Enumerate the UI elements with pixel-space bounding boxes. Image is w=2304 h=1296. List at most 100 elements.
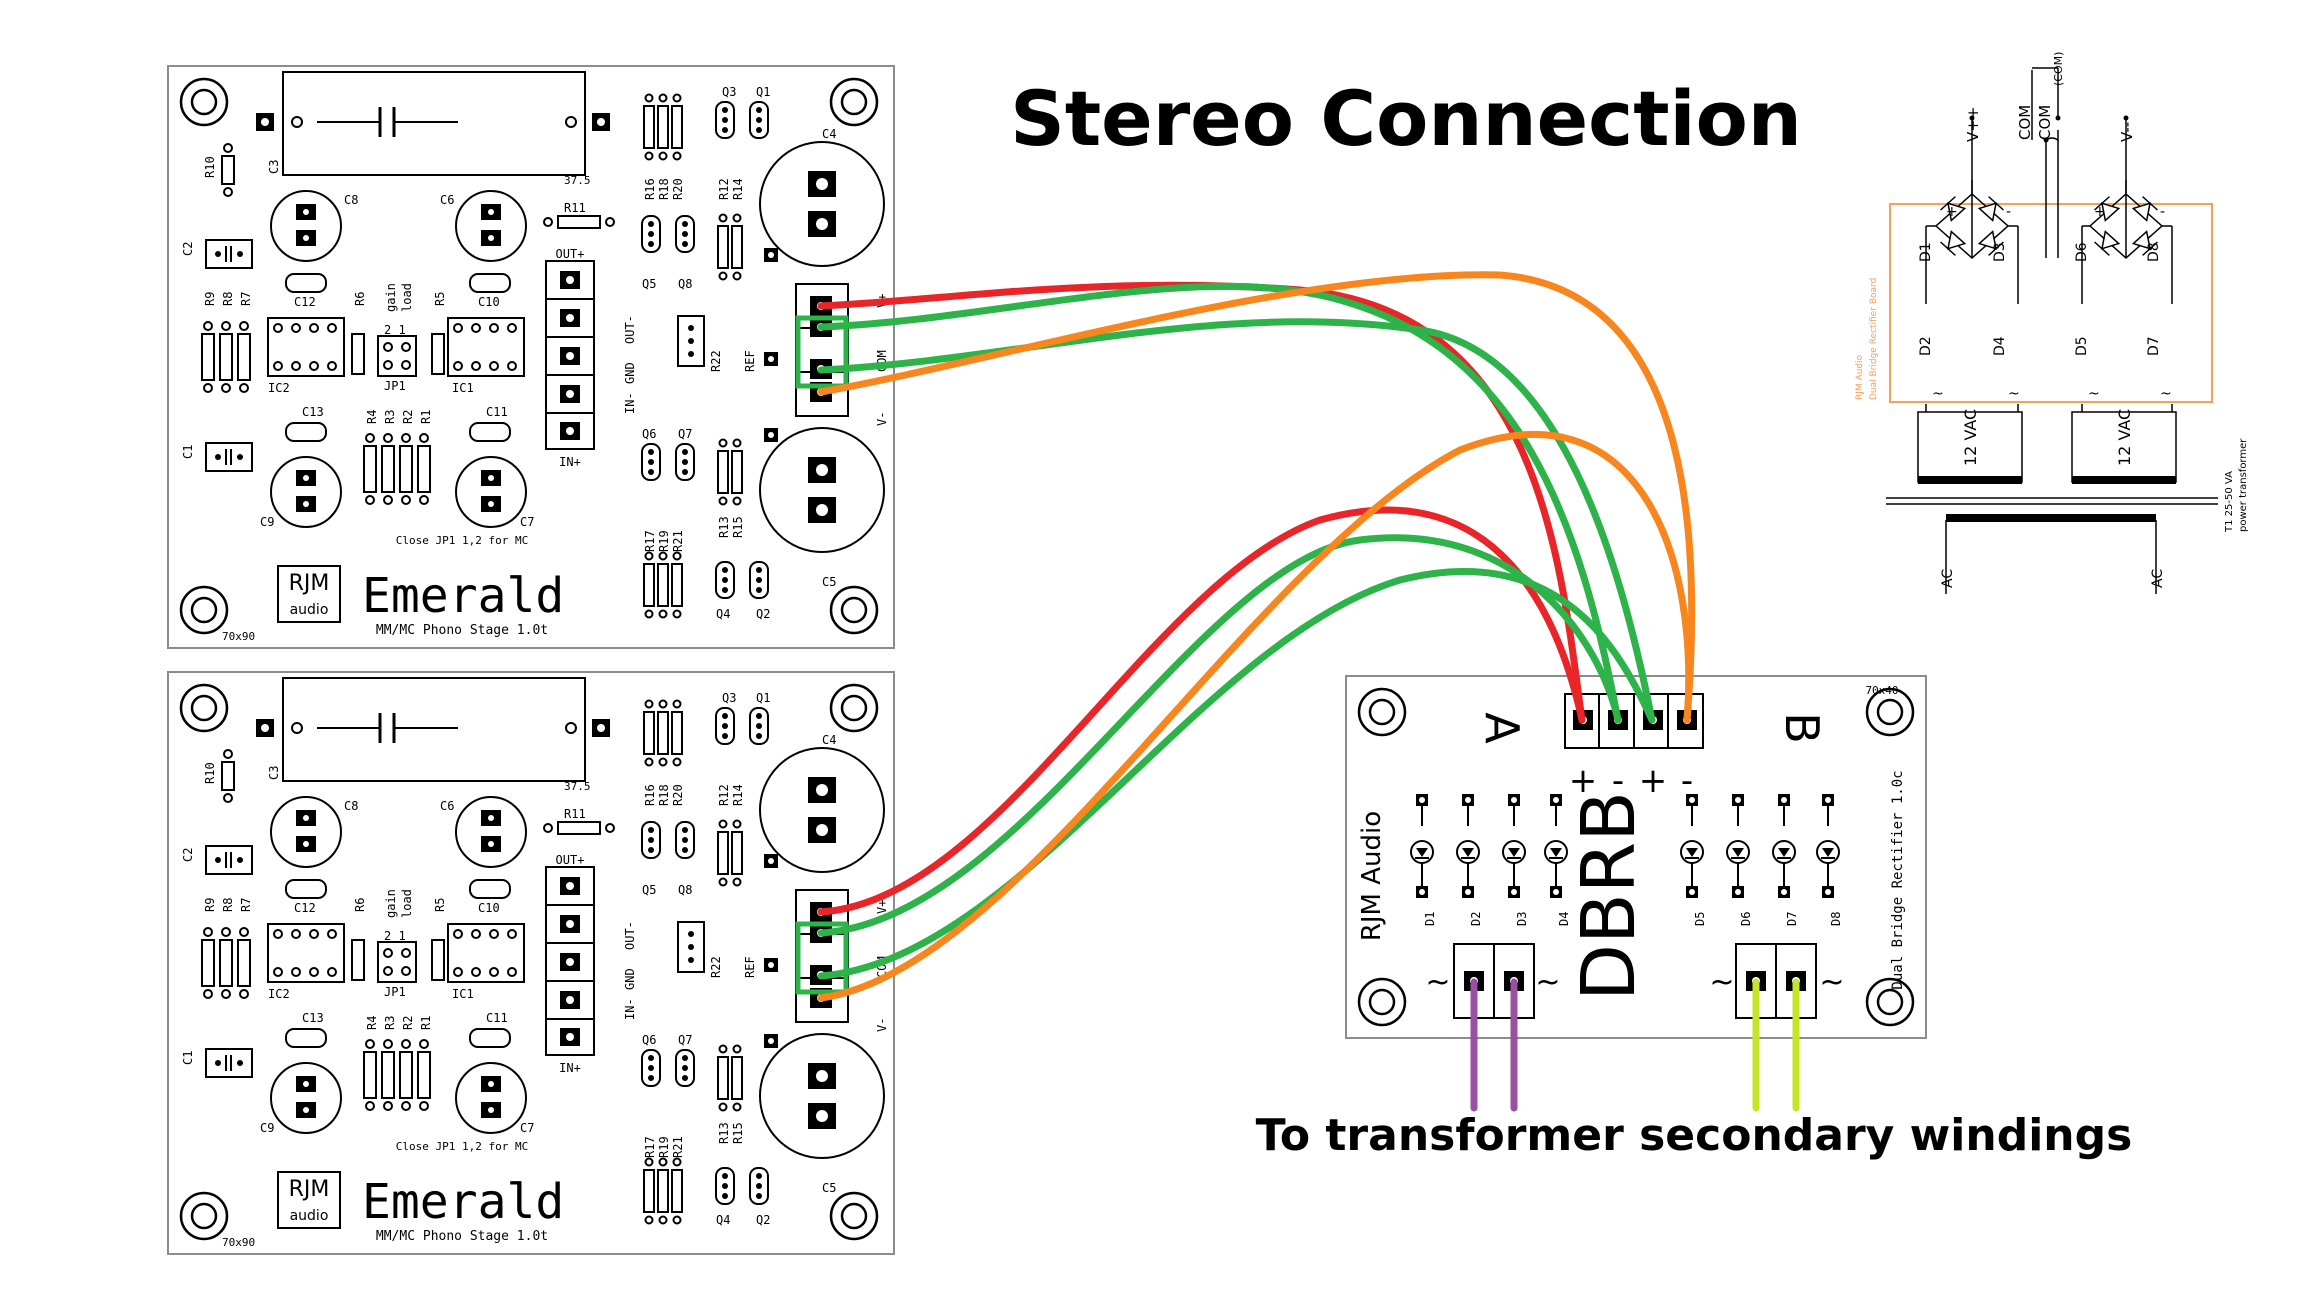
tilde: ~	[2160, 386, 2172, 402]
rail-label: V++	[1964, 107, 1982, 142]
part-label: Q2	[756, 607, 770, 621]
part-label: C2	[181, 848, 195, 862]
board-size: 70x90	[222, 1236, 255, 1249]
board-subtitle: MM/MC Phono Stage 1.0t	[376, 1229, 548, 1244]
wires	[817, 271, 1800, 1112]
diode-label: D2	[1918, 336, 1934, 356]
ac-tilde: ~	[1819, 965, 1844, 1000]
part-label: R2	[401, 1016, 415, 1030]
board-name: Emerald	[362, 1174, 564, 1230]
frame-label: RJM Audio	[1855, 354, 1865, 400]
part-label: R8	[221, 292, 235, 306]
part-label: R12	[717, 178, 731, 200]
part-label: R7	[239, 292, 253, 306]
part-label: C12	[294, 901, 316, 915]
rail-label: V--	[2118, 122, 2136, 142]
diode-label: D8	[1829, 912, 1843, 926]
diode-label: D5	[1693, 912, 1707, 926]
board-subtitle: MM/MC Phono Stage 1.0t	[376, 623, 548, 638]
part-label: R13	[717, 1122, 731, 1144]
part-label: R17	[643, 1136, 657, 1158]
ac-tilde: ~	[1535, 965, 1560, 1000]
part-label: C9	[260, 1121, 274, 1135]
load-label: load	[400, 283, 414, 312]
terminal-sign: +	[1569, 761, 1598, 801]
diode-label: D4	[1557, 912, 1571, 926]
emerald-board-bottom	[168, 672, 894, 1254]
part-label: R10	[203, 762, 217, 784]
part-label: R7	[239, 898, 253, 912]
secondary-label: 12 VAC	[2115, 409, 2134, 466]
tilde: ~	[1932, 386, 1944, 402]
part-label: IC2	[268, 987, 290, 1001]
part-label: C11	[486, 405, 508, 419]
part-label: IC2	[268, 381, 290, 395]
part-label: C3	[267, 160, 281, 174]
jp-pin-label: 2 1	[384, 323, 406, 337]
part-label: C7	[520, 1121, 534, 1135]
gain-label: gain	[384, 889, 398, 918]
terminal-sign: +	[1639, 761, 1668, 801]
part-label: JP1	[384, 379, 406, 393]
wire-top-com-2	[817, 318, 1656, 724]
part-label: R18	[657, 784, 671, 806]
dbrb-brand: RJM Audio	[1357, 811, 1387, 941]
part-label: C6	[440, 799, 454, 813]
diode-label: D6	[2074, 242, 2090, 262]
brand-top: RJM	[289, 571, 330, 596]
part-label: R4	[365, 1016, 379, 1030]
part-label: IC1	[452, 381, 474, 395]
part-label: R3	[383, 1016, 397, 1030]
part-label: Q8	[678, 883, 692, 897]
page-title: Stereo Connection	[1010, 74, 1802, 163]
part-label: R2	[401, 410, 415, 424]
part-label: Q5	[642, 277, 656, 291]
connector-label: GND	[623, 968, 637, 990]
tilde: ~	[2088, 386, 2100, 402]
diode-label: D3	[1515, 912, 1529, 926]
terminal-sign: -	[1681, 761, 1693, 801]
board-name: Emerald	[362, 568, 564, 624]
minus-sign: -	[2006, 204, 2011, 220]
part-label: R22	[709, 350, 723, 372]
jp-pin-label: 2 1	[384, 929, 406, 943]
psu-label: V-	[875, 412, 889, 426]
ac-tilde: ~	[1425, 965, 1450, 1000]
part-label: C4	[822, 733, 836, 747]
part-label: R9	[203, 292, 217, 306]
part-label: Q1	[756, 85, 770, 99]
ac-label: AC	[2150, 569, 2166, 588]
part-label: R14	[731, 784, 745, 806]
part-label: R6	[353, 898, 367, 912]
part-label: C8	[344, 193, 358, 207]
plus-sign: +	[2094, 204, 2106, 220]
psu-label: V+	[875, 900, 889, 914]
part-label: C13	[302, 405, 324, 419]
side-b-label: B	[1775, 712, 1829, 744]
part-label: C1	[181, 445, 195, 459]
tilde: ~	[2008, 386, 2020, 402]
part-label: R20	[671, 178, 685, 200]
connector-label: OUT-	[623, 921, 637, 950]
part-label: C13	[302, 1011, 324, 1025]
part-label: R1	[419, 410, 433, 424]
part-label: C5	[822, 575, 836, 589]
board-size: 70x90	[222, 630, 255, 643]
diode-label: D1	[1423, 912, 1437, 926]
part-label: Q6	[642, 1033, 656, 1047]
part-label: R5	[433, 292, 447, 306]
part-label: R5	[433, 898, 447, 912]
cap-value: 37.5	[564, 174, 591, 187]
part-label: C11	[486, 1011, 508, 1025]
wire-bottom-vpos	[817, 506, 1586, 916]
rail-label: COM	[2036, 105, 2054, 140]
part-label: C10	[478, 295, 500, 309]
part-label: R19	[657, 1136, 671, 1158]
connector-label: IN-	[623, 392, 637, 414]
rectifier-schematic	[1886, 67, 2218, 594]
brand-bottom: audio	[290, 602, 329, 618]
part-label: C2	[181, 242, 195, 256]
connector-label: OUT-	[623, 315, 637, 344]
rail-label: COM	[2016, 105, 2034, 140]
part-label: R21	[671, 530, 685, 552]
